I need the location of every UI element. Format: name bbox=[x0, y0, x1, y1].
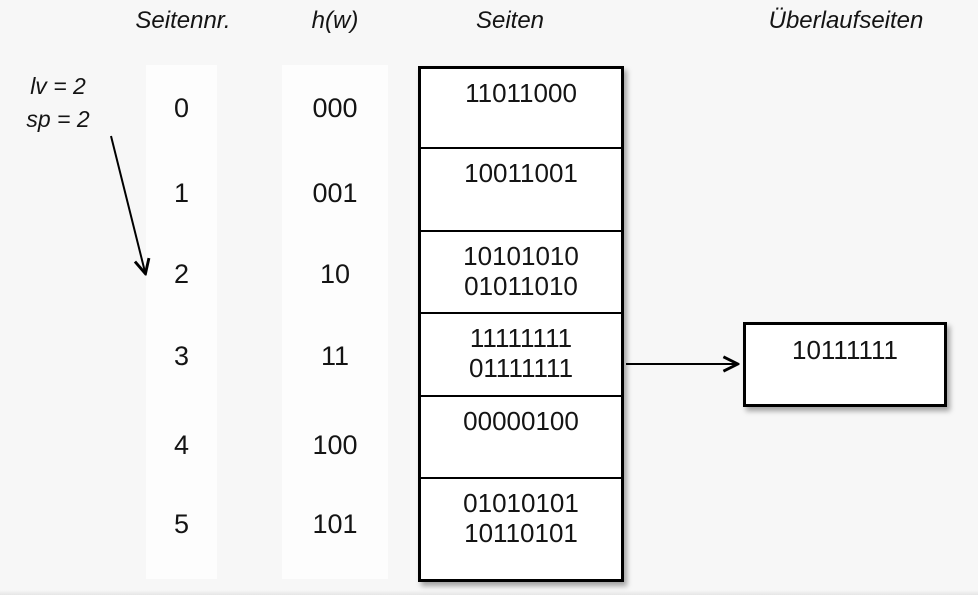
page-value: 01111111 bbox=[468, 353, 574, 383]
pages-table: 11011000 10011001 10101010 01011010 1111… bbox=[418, 66, 624, 582]
page-value: 11111111 bbox=[469, 323, 573, 353]
header-page-number: Seitennr. bbox=[135, 7, 231, 34]
page-number-5: 5 bbox=[173, 509, 190, 539]
annotation-sp: sp = 2 bbox=[26, 106, 90, 132]
page-number-3: 3 bbox=[173, 341, 190, 371]
page-value: 11011000 bbox=[465, 78, 577, 108]
page-value: 00000100 bbox=[463, 406, 579, 436]
hash-value-5: 101 bbox=[312, 509, 358, 539]
page-value: 10110101 bbox=[464, 518, 578, 548]
header-pages: Seiten bbox=[475, 7, 545, 34]
annotation-arrow bbox=[110, 135, 145, 272]
column-strip-hash bbox=[282, 65, 388, 579]
column-strip-page-number bbox=[146, 65, 217, 579]
page-number-4: 4 bbox=[173, 430, 190, 460]
hash-value-4: 100 bbox=[312, 430, 358, 460]
page-value: 10101010 bbox=[463, 241, 579, 271]
header-overflow-pages: Überlaufseiten bbox=[768, 7, 924, 34]
hash-value-0: 000 bbox=[312, 93, 358, 123]
page-cell-4: 00000100 bbox=[421, 397, 621, 479]
header-hash-function: h(w) bbox=[311, 7, 359, 34]
annotation-lv-sp: lv = 2 sp = 2 bbox=[16, 70, 100, 136]
overflow-value: 10111111 bbox=[791, 335, 899, 365]
overflow-page-box: 10111111 bbox=[743, 322, 947, 407]
annotation-lv: lv = 2 bbox=[30, 73, 86, 99]
page-cell-0: 11011000 bbox=[421, 69, 621, 149]
page-number-1: 1 bbox=[173, 178, 190, 208]
page-number-0: 0 bbox=[173, 93, 190, 123]
page-number-2: 2 bbox=[173, 259, 190, 289]
page-cell-5: 01010101 10110101 bbox=[421, 479, 621, 579]
page-cell-2: 10101010 01011010 bbox=[421, 232, 621, 314]
page-cell-3: 11111111 01111111 bbox=[421, 314, 621, 397]
hash-value-2: 10 bbox=[319, 259, 351, 289]
page-value: 01011010 bbox=[464, 271, 578, 301]
hash-value-1: 001 bbox=[312, 178, 358, 208]
hash-value-3: 11 bbox=[320, 341, 350, 371]
page-value: 10011001 bbox=[464, 158, 578, 188]
page-cell-1: 10011001 bbox=[421, 149, 621, 232]
page-value: 01010101 bbox=[463, 488, 579, 518]
slide-bottom-edge bbox=[0, 590, 978, 595]
